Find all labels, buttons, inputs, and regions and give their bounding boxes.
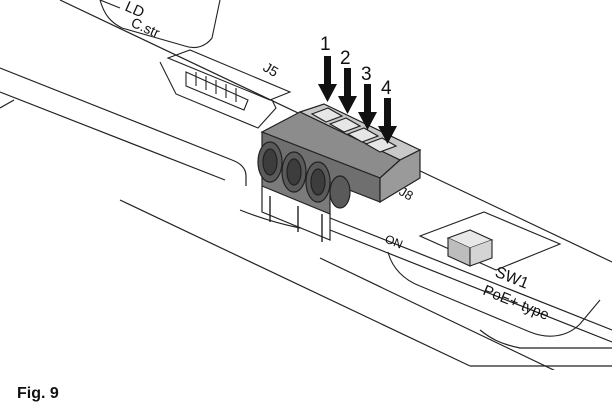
terminal-block [257, 103, 422, 242]
j5-connector [159, 49, 292, 129]
arrow-4 [378, 98, 397, 144]
ld-label-2: C.str [129, 14, 163, 41]
circuit-board [0, 0, 612, 370]
arrow-2 [338, 68, 357, 114]
board-diagram: LD C.str J5 J8 [0, 0, 612, 370]
j5-label: J5 [261, 59, 282, 80]
figure-caption: Fig. 9 [17, 385, 59, 402]
sw1-switch [387, 211, 601, 337]
switch-on-label: ON [383, 232, 405, 252]
arrow-3 [358, 84, 377, 130]
ld-label-1: LD [122, 0, 147, 22]
insertion-arrows [318, 56, 397, 144]
pin-number-2: 2 [340, 48, 351, 69]
arrow-1 [318, 56, 337, 102]
pin-number-1: 1 [320, 34, 331, 55]
pin-number-3: 3 [361, 64, 372, 85]
pin-number-4: 4 [381, 78, 392, 99]
ld-area [99, 0, 221, 49]
j8-label: J8 [397, 184, 416, 204]
